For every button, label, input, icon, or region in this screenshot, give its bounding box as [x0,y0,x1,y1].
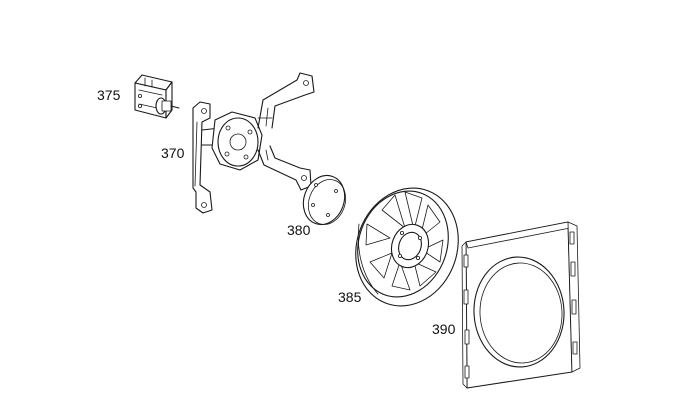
callout-380: 380 [287,222,311,238]
callout-375: 375 [97,87,121,103]
part-380-cover-plate [302,174,347,226]
callout-390: 390 [432,321,456,337]
part-375-motor [134,74,180,119]
callout-370: 370 [161,145,185,161]
part-370-bracket [192,72,315,214]
callout-385: 385 [338,289,362,305]
part-385-fan [355,187,459,307]
part-390-shroud [461,221,581,389]
